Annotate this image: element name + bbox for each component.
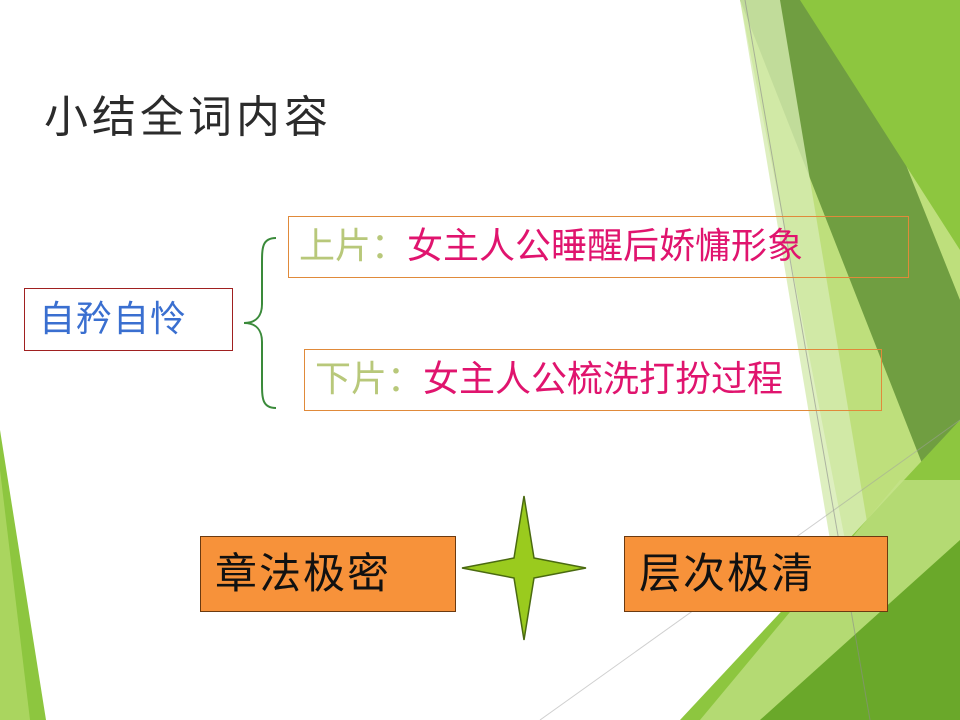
theme-text: 自矜自怜 xyxy=(39,299,188,340)
deco-stripe-mid xyxy=(800,0,960,250)
right-orange-text: 层次极清 xyxy=(639,549,816,598)
part2-label: 下片： xyxy=(315,359,424,400)
deco-left-stripe-pale xyxy=(0,470,30,720)
curly-brace xyxy=(243,237,277,409)
part2-box: 下片：女主人公梳洗打扮过程 xyxy=(304,349,882,411)
right-orange-box: 层次极清 xyxy=(624,536,888,612)
four-point-star-icon xyxy=(461,495,587,641)
part1-box: 上片：女主人公睡醒后娇慵形象 xyxy=(288,216,909,278)
part1-label: 上片： xyxy=(299,226,408,267)
theme-box: 自矜自怜 xyxy=(24,288,233,351)
part1-text: 女主人公睡醒后娇慵形象 xyxy=(407,226,804,267)
slide-title: 小结全词内容 xyxy=(44,92,332,143)
deco-bottom-dark xyxy=(760,540,960,720)
left-orange-text: 章法极密 xyxy=(215,549,392,598)
part2-text: 女主人公梳洗打扮过程 xyxy=(423,359,784,400)
left-orange-box: 章法极密 xyxy=(200,536,456,612)
